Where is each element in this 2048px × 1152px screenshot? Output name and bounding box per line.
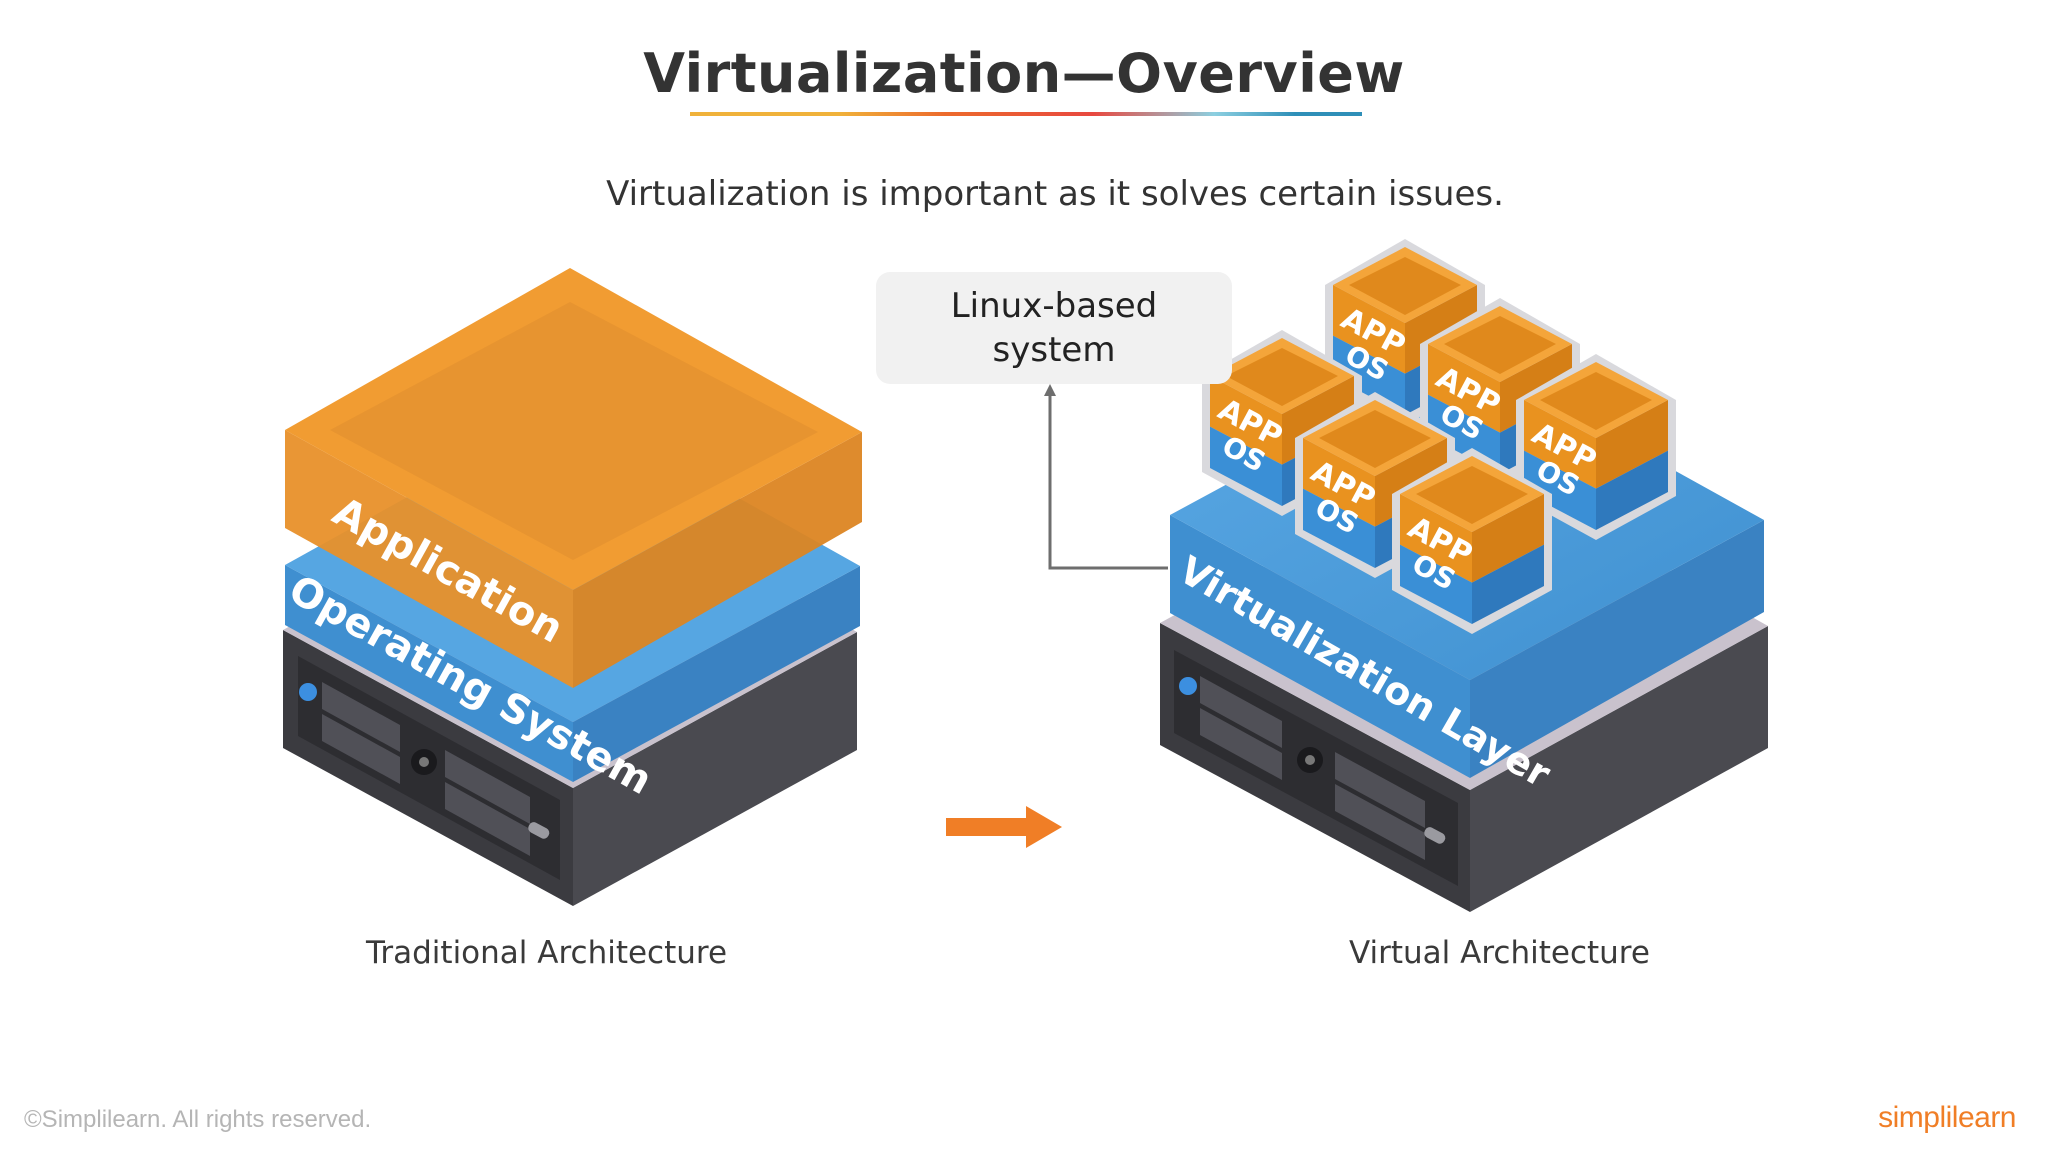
callout-line-2: system xyxy=(992,330,1116,370)
traditional-stack: Application Operating System xyxy=(281,268,862,906)
virtual-caption: Virtual Architecture xyxy=(1349,935,1650,971)
copyright-text: ©Simplilearn. All rights reserved. xyxy=(24,1106,372,1133)
application-layer xyxy=(285,268,862,688)
brand-logo: simplilearn xyxy=(1878,1101,2016,1134)
callout-connector xyxy=(1044,384,1168,570)
callout-line-1: Linux-based xyxy=(950,286,1158,326)
title-underline xyxy=(690,112,1362,116)
traditional-caption: Traditional Architecture xyxy=(366,935,728,971)
slide-subtitle: Virtualization is important as it solves… xyxy=(606,174,1504,214)
slide-title: Virtualization—Overview xyxy=(643,42,1405,105)
linux-callout-box: Linux-based system xyxy=(876,272,1232,384)
right-arrow-icon xyxy=(946,806,1062,848)
